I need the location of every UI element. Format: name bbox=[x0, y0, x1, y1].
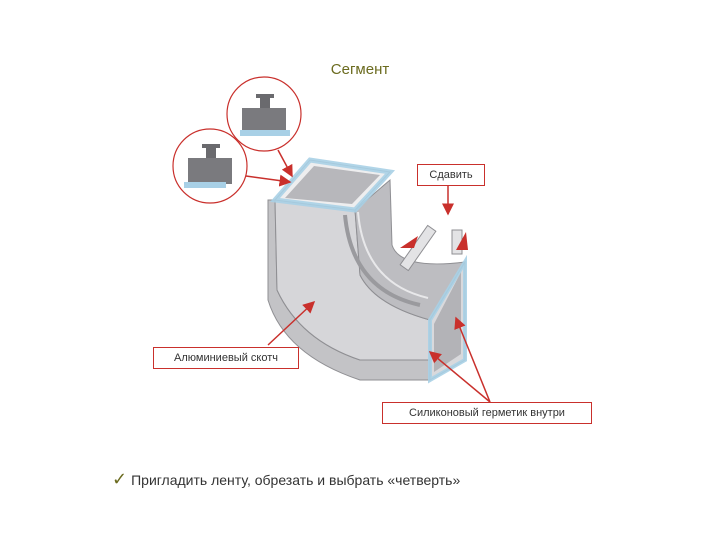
label-silicone-sealant: Силиконовый герметик внутри bbox=[382, 402, 592, 424]
instruction-note: ✓Пригладить ленту, обрезать и выбрать «ч… bbox=[112, 469, 460, 490]
duct-end-opening bbox=[434, 272, 461, 372]
squeeze-arrow-right bbox=[456, 232, 468, 250]
instruction-text: Пригладить ленту, обрезать и выбрать «че… bbox=[131, 472, 461, 488]
diagram-title: Сегмент bbox=[330, 61, 390, 78]
pointer-circle1 bbox=[277, 149, 293, 178]
label-squeeze: Сдавить bbox=[417, 164, 485, 186]
pointer-tape bbox=[267, 300, 316, 346]
seam-line bbox=[343, 214, 421, 307]
pointer-circle2 bbox=[245, 174, 292, 187]
squeeze-arrow-left bbox=[400, 236, 418, 248]
label-aluminum-tape: Алюминиевый скотч bbox=[153, 347, 299, 369]
check-icon: ✓ bbox=[112, 469, 128, 489]
duct-top-opening bbox=[285, 166, 380, 204]
tape-top bbox=[270, 157, 396, 213]
pointer-sealant-1 bbox=[428, 351, 491, 403]
pointer-sealant-2 bbox=[454, 316, 491, 403]
seam-line bbox=[357, 211, 429, 299]
